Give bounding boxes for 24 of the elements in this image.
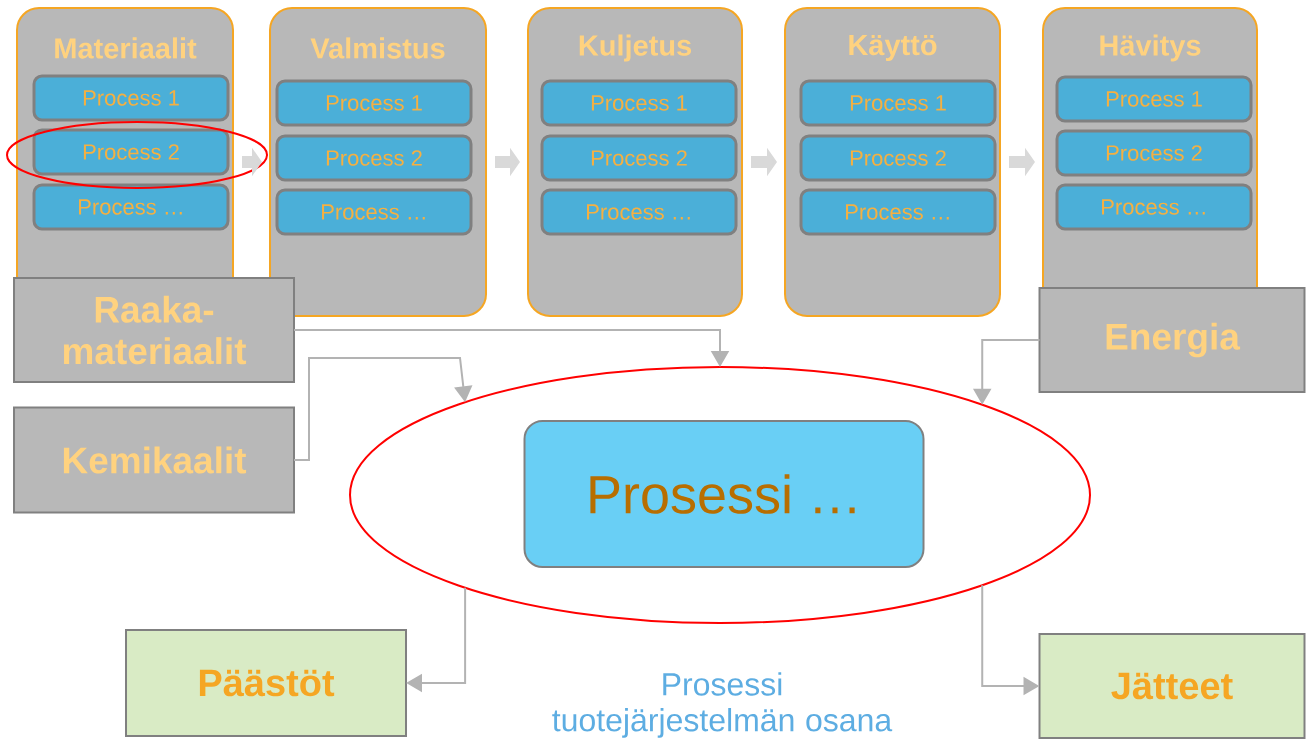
process-box: Process 2 xyxy=(275,134,473,182)
process-box: Process 2 xyxy=(1055,129,1253,177)
caption: Prosessi tuotejärjestelmän osana xyxy=(552,672,893,738)
connector-arrow xyxy=(293,357,473,461)
input-box: Energia xyxy=(1038,287,1306,393)
process-box: Process 1 xyxy=(540,79,738,127)
process-box: Prosessi … xyxy=(523,420,925,568)
output-box: Päästöt xyxy=(125,629,407,737)
process-box: Process 2 xyxy=(540,134,738,182)
highlight-ellipse xyxy=(349,366,1091,624)
process-box: Process 2 xyxy=(32,128,230,176)
input-box: Raaka- materiaalit xyxy=(13,277,295,383)
process-box: Process … xyxy=(540,188,738,236)
process-box: Process … xyxy=(799,188,997,236)
process-box: Process … xyxy=(1055,183,1253,231)
process-box: Process 1 xyxy=(32,74,230,122)
process-box: Process 1 xyxy=(275,79,473,127)
process-box: Process … xyxy=(32,183,230,231)
process-box: Process … xyxy=(275,188,473,236)
process-box: Process 2 xyxy=(799,134,997,182)
process-box: Process 1 xyxy=(1055,75,1253,123)
process-box: Process 1 xyxy=(799,79,997,127)
output-box: Jätteet xyxy=(1038,633,1306,739)
input-box: Kemikaalit xyxy=(13,406,295,514)
